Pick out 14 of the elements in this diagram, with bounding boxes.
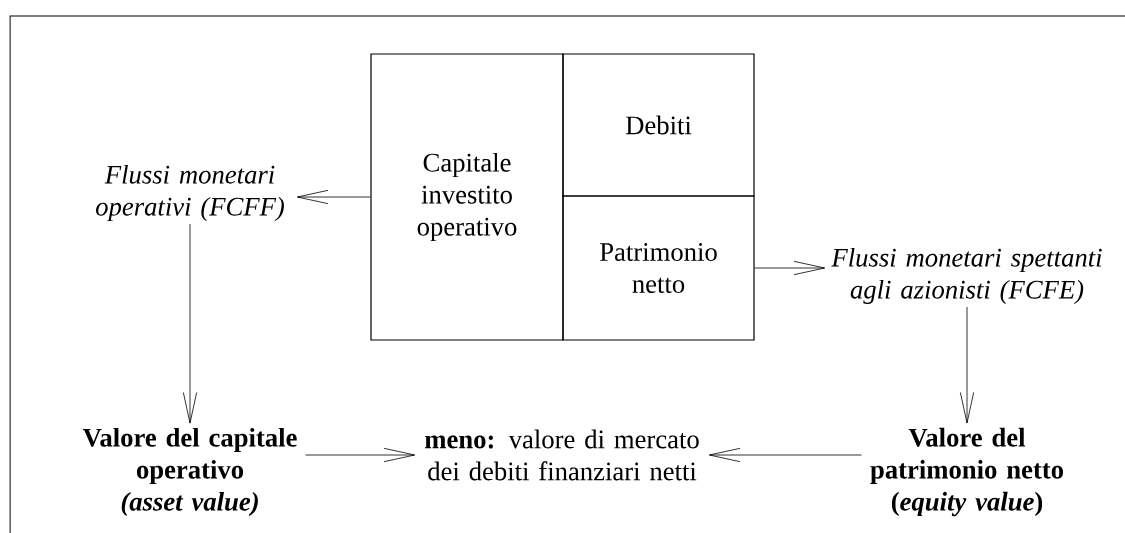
arrow — [959, 306, 975, 424]
value-text: Valore del patrimonio netto (equity value) — [870, 427, 1063, 517]
note-text: meno: valore di mercato dei debiti finanziari netti — [425, 429, 699, 481]
arrow — [305, 447, 416, 463]
flow-text: Flussi monetari operativi (FCFF) — [96, 164, 284, 222]
arrow — [296, 189, 371, 205]
value-text: Valore del capitale operativo (asset value) — [82, 427, 297, 517]
arrow — [754, 260, 826, 276]
arrow — [182, 223, 198, 424]
arrow — [708, 447, 862, 463]
equity-box: Patrimonio netto — [562, 195, 755, 341]
capital-box: Capitale investito operativo — [370, 53, 564, 341]
debt-box: Debiti — [562, 53, 755, 197]
flow-text: Flussi monetari spettanti agli azionisti (FCFE) — [831, 247, 1102, 305]
